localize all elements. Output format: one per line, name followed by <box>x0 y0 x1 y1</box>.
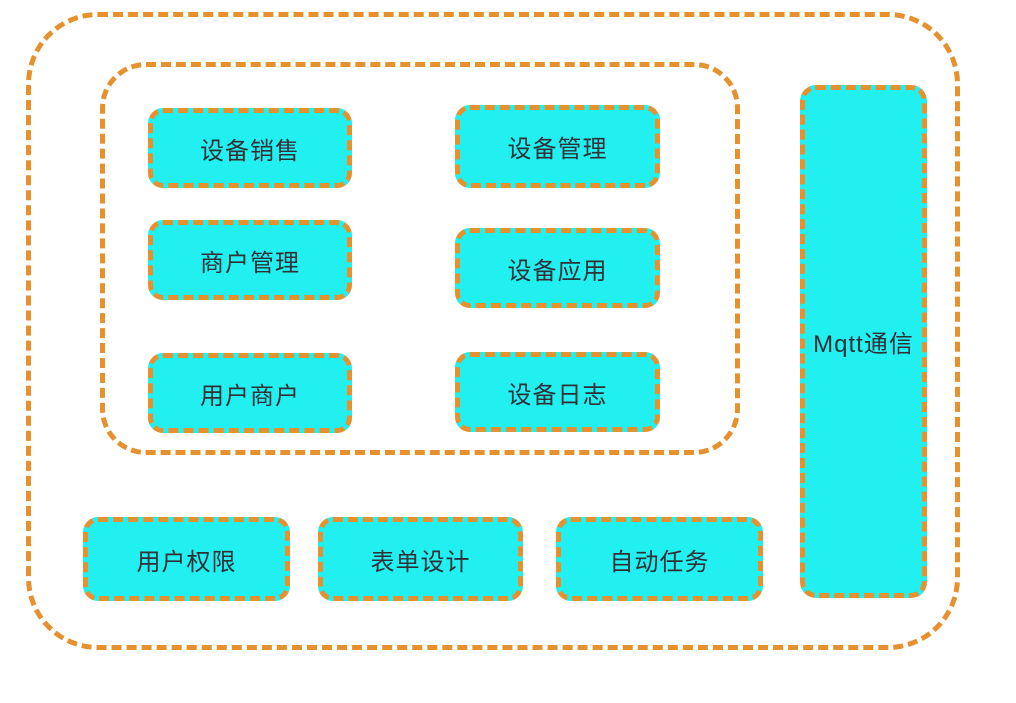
node-device-log: 设备日志 <box>455 352 660 432</box>
outer-system-group <box>26 12 960 650</box>
node-user-permissions: 用户权限 <box>83 517 290 601</box>
node-user-merchant: 用户商户 <box>148 353 352 433</box>
node-auto-tasks: 自动任务 <box>556 517 763 601</box>
node-label: 自动任务 <box>609 548 710 576</box>
inner-module-group <box>100 62 740 455</box>
node-device-management: 设备管理 <box>455 105 660 188</box>
node-label: 表单设计 <box>370 548 471 576</box>
node-device-application: 设备应用 <box>455 228 660 308</box>
node-mqtt-communication: Mqtt通信 <box>800 85 927 598</box>
node-merchant-management: 商户管理 <box>148 220 352 300</box>
node-label: 设备应用 <box>507 257 608 285</box>
node-label: 用户权限 <box>136 548 237 576</box>
node-label: Mqtt通信 <box>813 331 914 358</box>
node-label: 商户管理 <box>200 249 300 277</box>
node-label: 用户商户 <box>200 382 300 410</box>
node-label: 设备销售 <box>200 137 300 165</box>
node-device-sales: 设备销售 <box>148 108 352 188</box>
node-label: 设备管理 <box>507 136 608 163</box>
node-label: 设备日志 <box>507 381 608 409</box>
node-form-design: 表单设计 <box>318 517 523 601</box>
